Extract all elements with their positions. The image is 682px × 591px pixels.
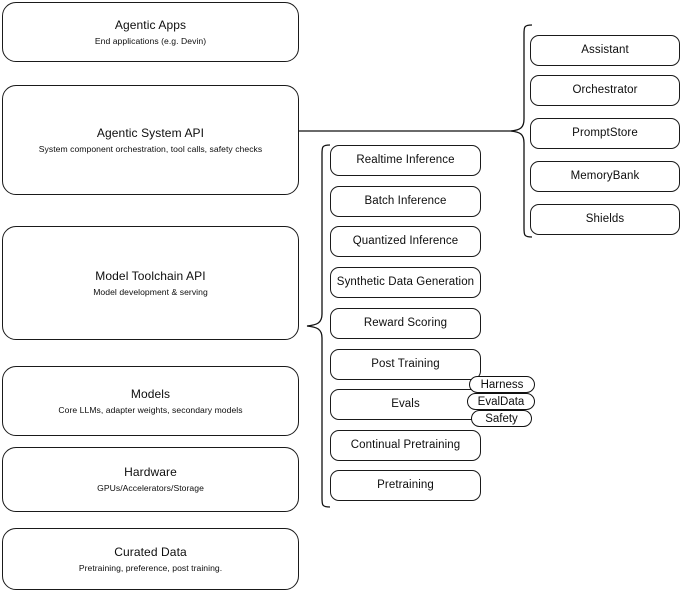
toolchain-components-brace [306, 144, 331, 508]
leaf-label: Synthetic Data Generation [336, 276, 475, 288]
layer-subtitle: GPUs/Accelerators/Storage [97, 483, 204, 493]
leaf-label: Orchestrator [572, 84, 638, 96]
leaf-label: Shields [585, 213, 625, 225]
layer-title: Curated Data [114, 544, 187, 559]
system-api-connector-line [299, 130, 513, 132]
toolchain-synthetic-data-generation[interactable]: Synthetic Data Generation [330, 267, 481, 298]
leaf-label: Evals [391, 398, 420, 410]
eval-pill-harness[interactable]: Harness [469, 376, 535, 393]
leaf-label: MemoryBank [570, 170, 640, 182]
toolchain-post-training[interactable]: Post Training [330, 349, 481, 380]
layer-curated-data[interactable]: Curated Data Pretraining, preference, po… [2, 528, 299, 590]
pill-label: EvalData [477, 395, 525, 408]
system-memorybank[interactable]: MemoryBank [530, 161, 680, 192]
system-assistant[interactable]: Assistant [530, 35, 680, 66]
leaf-label: PromptStore [572, 127, 638, 139]
layer-agentic-system-api[interactable]: Agentic System API System component orch… [2, 85, 299, 195]
pill-label: Harness [480, 378, 524, 391]
layer-agentic-apps[interactable]: Agentic Apps End applications (e.g. Devi… [2, 2, 299, 62]
toolchain-realtime-inference[interactable]: Realtime Inference [330, 145, 481, 176]
layer-title: Hardware [124, 465, 177, 479]
layer-subtitle: End applications (e.g. Devin) [94, 35, 207, 46]
eval-pill-evaldata[interactable]: EvalData [467, 393, 535, 410]
layer-models[interactable]: Models Core LLMs, adapter weights, secon… [2, 366, 299, 436]
layer-subtitle: System component orchestration, tool cal… [38, 143, 263, 154]
layer-title: Models [130, 386, 171, 401]
toolchain-reward-scoring[interactable]: Reward Scoring [330, 308, 481, 339]
system-orchestrator[interactable]: Orchestrator [530, 75, 680, 106]
leaf-label: Assistant [581, 44, 629, 56]
layer-subtitle: Pretraining, preference, post training. [78, 562, 223, 573]
leaf-label: Post Training [371, 358, 440, 370]
layer-subtitle: Model development & serving [93, 286, 208, 297]
toolchain-batch-inference[interactable]: Batch Inference [330, 186, 481, 217]
layer-title: Agentic Apps [114, 17, 187, 32]
system-promptstore[interactable]: PromptStore [530, 118, 680, 149]
toolchain-evals[interactable]: Evals [330, 389, 481, 420]
system-shields[interactable]: Shields [530, 204, 680, 235]
toolchain-quantized-inference[interactable]: Quantized Inference [330, 226, 481, 257]
leaf-label: Reward Scoring [363, 317, 448, 329]
layer-model-toolchain-api[interactable]: Model Toolchain API Model development & … [2, 226, 299, 340]
layer-hardware[interactable]: Hardware GPUs/Accelerators/Storage [2, 447, 299, 512]
leaf-label: Realtime Inference [356, 154, 455, 166]
layer-title: Agentic System API [96, 125, 205, 140]
pill-label: Safety [485, 412, 518, 425]
leaf-label: Pretraining [377, 479, 434, 491]
layer-subtitle: Core LLMs, adapter weights, secondary mo… [58, 404, 243, 415]
toolchain-pretraining[interactable]: Pretraining [330, 470, 481, 501]
leaf-label: Quantized Inference [352, 235, 459, 247]
layer-title: Model Toolchain API [95, 268, 206, 283]
leaf-label: Batch Inference [364, 195, 447, 207]
toolchain-continual-pretraining[interactable]: Continual Pretraining [330, 430, 481, 461]
leaf-label: Continual Pretraining [350, 439, 461, 451]
eval-pill-safety[interactable]: Safety [471, 410, 532, 427]
